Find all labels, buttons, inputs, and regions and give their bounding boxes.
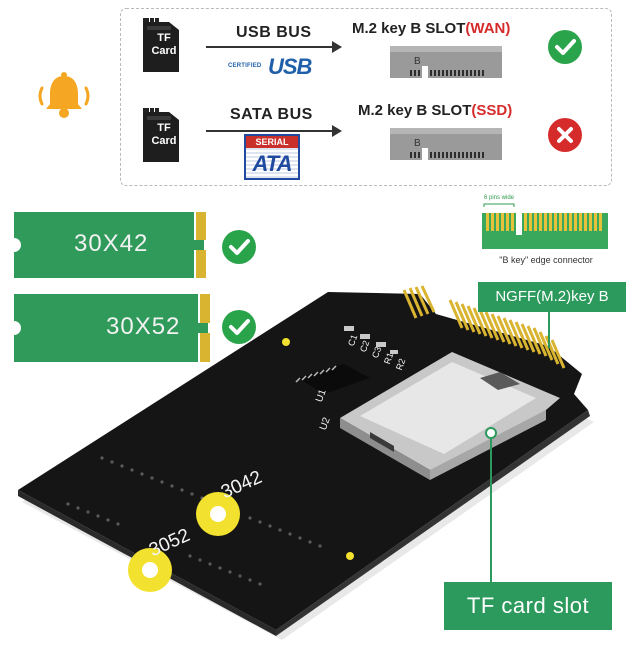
compatibility-panel xyxy=(120,8,612,186)
usb-logo-small: CERTIFIED xyxy=(228,63,262,69)
sata-logo-small: SERIAL xyxy=(246,136,298,148)
size-label: 30X42 xyxy=(74,230,149,257)
adapter-board xyxy=(0,270,640,651)
ssd-slot-title: M.2 key B SLOT(SSD) xyxy=(358,102,512,119)
tf-slot-callout-dot xyxy=(485,427,497,439)
slot-key-label: B xyxy=(414,138,421,149)
sata-arrow xyxy=(206,125,342,137)
usb-arrow xyxy=(206,41,342,53)
sata-logo-big: ATA xyxy=(252,151,293,176)
tf-card-icon: TF Card xyxy=(139,108,183,162)
m2-slot-icon xyxy=(390,44,502,80)
slot-prefix: M.2 key B SLOT xyxy=(358,102,472,119)
sata-logo-stripes xyxy=(246,148,298,178)
interface-badge: NGFF(M.2)key B xyxy=(478,282,626,312)
slot-mode: (WAN) xyxy=(465,20,511,37)
interface-badge-line xyxy=(548,312,550,348)
size-tag-3052: 30X52 xyxy=(14,294,210,362)
checkmark-icon xyxy=(548,30,582,64)
edge-connector-diagram: 6 pins wide "B key" edge connector xyxy=(478,195,612,267)
m2-slot-icon xyxy=(390,126,502,162)
usb-bus-label: USB BUS xyxy=(236,24,312,41)
slot-prefix: M.2 key B SLOT xyxy=(352,20,466,37)
tf-slot-callout-line xyxy=(490,432,492,584)
edge-connector-caption: "B key" edge connector xyxy=(499,255,593,265)
tf-card-icon: TF Card xyxy=(139,18,183,72)
tf-card-label: TF Card xyxy=(151,32,177,57)
checkmark-icon xyxy=(222,310,256,344)
wan-slot-title: M.2 key B SLOT(WAN) xyxy=(352,20,510,37)
pins-width-label: 6 pins wide xyxy=(484,195,515,201)
cross-icon xyxy=(548,118,582,152)
usb-logo: CERTIFIED USB xyxy=(228,54,318,79)
usb-logo-big: USB xyxy=(268,54,312,79)
size-label: 30X52 xyxy=(106,313,181,340)
slot-mode: (SSD) xyxy=(471,102,513,119)
bell-icon xyxy=(36,68,92,124)
size-tag-3042: 30X42 xyxy=(14,212,206,278)
tf-card-label: TF Card xyxy=(151,122,177,147)
tf-slot-badge: TF card slot xyxy=(444,582,612,630)
checkmark-icon xyxy=(222,230,256,264)
sata-bus-label: SATA BUS xyxy=(230,106,313,123)
sata-logo: SERIAL ATA xyxy=(244,134,300,180)
slot-key-label: B xyxy=(414,56,421,67)
